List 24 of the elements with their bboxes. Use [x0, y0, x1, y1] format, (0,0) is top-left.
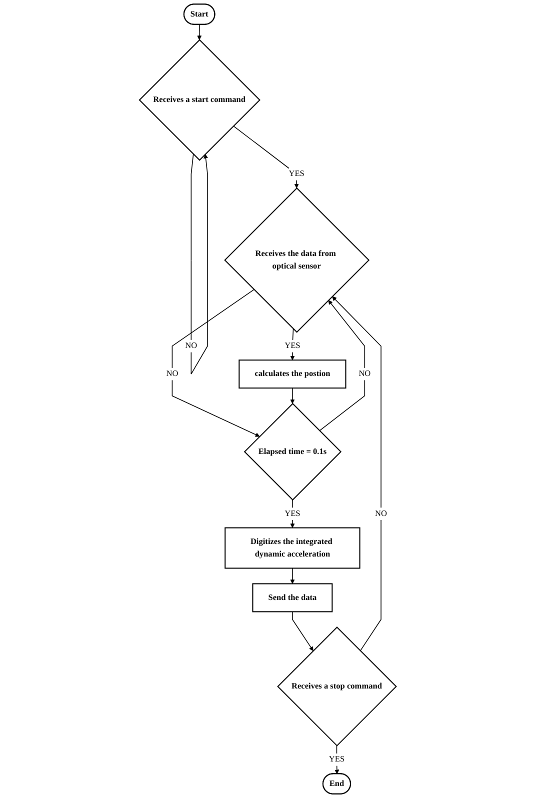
edge-label: YES [328, 755, 344, 764]
edge-label: YES [284, 341, 300, 350]
edge-label: NO [374, 509, 387, 518]
arrow [171, 289, 260, 437]
edge-label: NO [166, 369, 178, 378]
node-box: Send the data [252, 583, 332, 612]
arrow [292, 611, 314, 652]
node-diamond: Receives a stop command [276, 626, 397, 746]
node-diamond: Elapsed time = 0.1s [244, 402, 342, 501]
node-box: Digitizes the integrated dynamic acceleration [224, 527, 360, 569]
arrow [290, 388, 294, 404]
arrow [232, 126, 299, 188]
arrow [332, 296, 382, 652]
node-diamond: Receives the data from optical sensor [224, 187, 370, 333]
arrow [190, 154, 208, 374]
arrow [318, 300, 365, 432]
node-diamond: Receives a start command [138, 39, 260, 161]
arrow [290, 568, 294, 584]
arrow [196, 24, 202, 40]
edge-label: YES [284, 509, 300, 518]
node-box: calculates the postion [238, 360, 346, 389]
edge-label: NO [358, 369, 370, 378]
edge-label: NO [184, 341, 197, 350]
edge-label: YES [288, 169, 304, 178]
